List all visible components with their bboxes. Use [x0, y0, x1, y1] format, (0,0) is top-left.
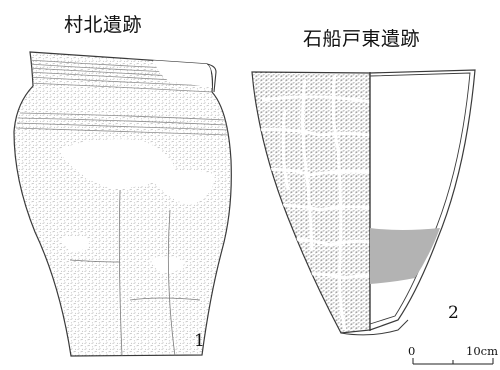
- scale-start-label: 0: [408, 344, 415, 358]
- vessel-2-drawing: [251, 69, 476, 336]
- site-title-murakita: 村北遺跡: [64, 14, 143, 36]
- figure-number-1: 1: [194, 331, 205, 351]
- residue-patch: [370, 228, 440, 284]
- figure-number-2: 2: [448, 303, 459, 323]
- vessel-1-drawing: [13, 51, 232, 357]
- scale-end-label: 10cm: [466, 344, 498, 358]
- scale-bar: 0 10cm: [408, 344, 498, 365]
- site-title-ishifunado-higashi: 石船戸東遺跡: [303, 28, 421, 50]
